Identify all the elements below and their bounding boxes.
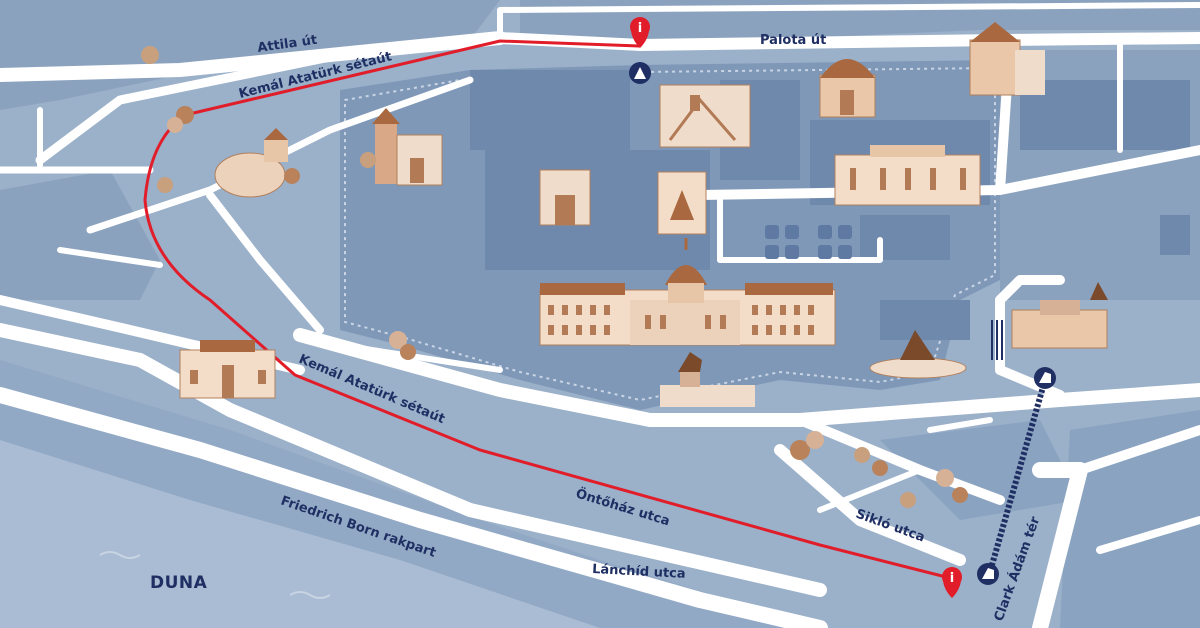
svg-text:i: i — [950, 571, 954, 586]
funicular-icon-bottom[interactable] — [977, 563, 999, 585]
buildings — [179, 22, 1108, 407]
trees — [141, 46, 968, 508]
funicular-track — [987, 379, 1048, 573]
info-marker-top[interactable]: i — [630, 17, 650, 48]
street-label-palota: Palota út — [760, 33, 826, 48]
theatre-building-illustration — [834, 145, 981, 206]
fountain-statue-illustration — [657, 171, 707, 235]
round-bastion-illustration — [214, 128, 288, 198]
royal-palace-illustration — [539, 238, 836, 346]
church-building-illustration — [819, 59, 876, 118]
habsburg-steps-illustration — [1011, 282, 1108, 349]
river — [0, 440, 600, 628]
svg-text:i: i — [638, 21, 642, 36]
corner-tower-illustration — [969, 22, 1045, 96]
matthias-fountain-illustration — [869, 330, 967, 379]
street-label-lanchid: Lánchíd utca — [592, 562, 686, 582]
gate-building-illustration — [179, 340, 276, 399]
small-palace-illustration — [539, 169, 591, 226]
river-label-duna: DUNA — [150, 573, 208, 593]
funicular-icon-top[interactable] — [1034, 367, 1056, 389]
equestrian-statue-illustration — [660, 352, 755, 407]
staircase-building-illustration — [659, 84, 751, 148]
info-marker-bottom[interactable]: i — [942, 567, 962, 598]
castle-tower-illustration — [372, 108, 443, 186]
museum-icon[interactable] — [629, 62, 651, 84]
